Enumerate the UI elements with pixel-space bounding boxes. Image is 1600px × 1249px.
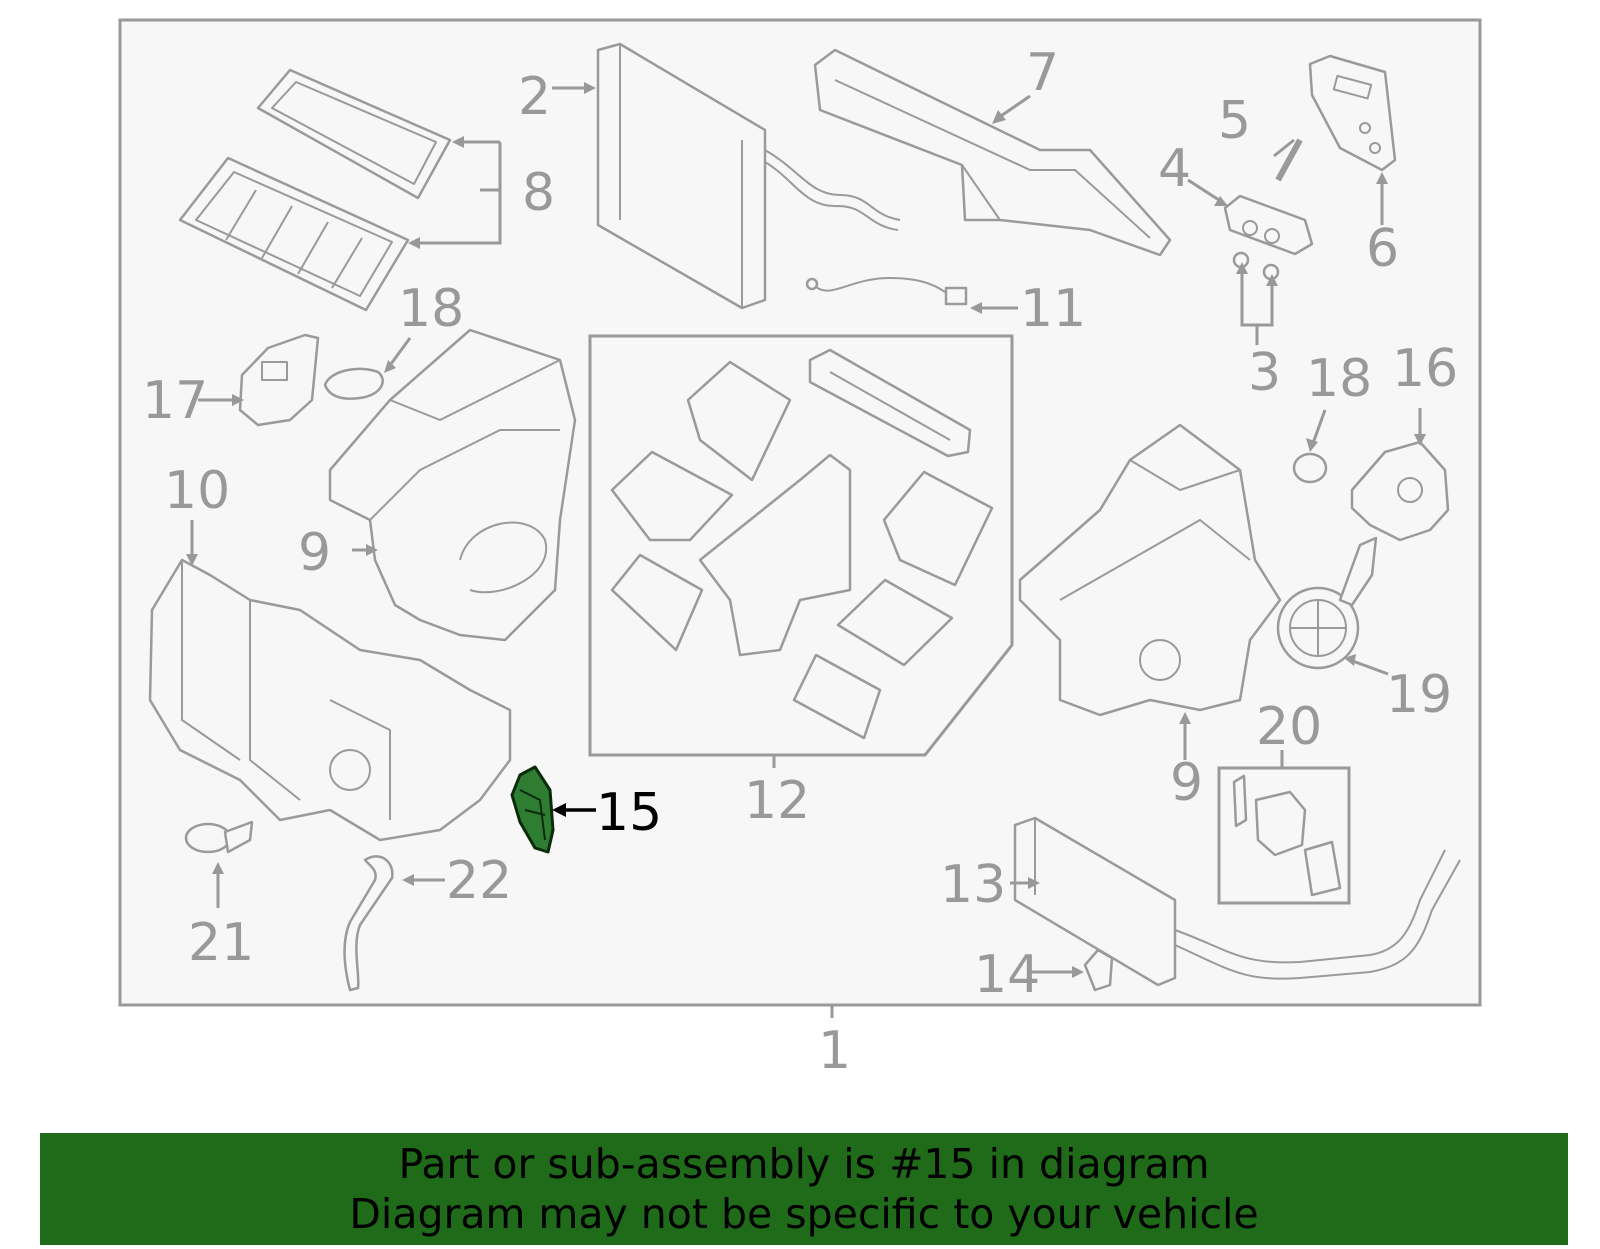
callout-13: 13: [940, 855, 1006, 915]
banner-line-1: Part or sub-assembly is #15 in diagram: [398, 1140, 1210, 1188]
part-8-cabin-filters: [178, 68, 452, 312]
callout-10: 10: [164, 461, 230, 521]
part-6-plate: [1308, 54, 1397, 172]
callout-17: 17: [142, 371, 208, 431]
part-18-left-link: [323, 367, 384, 400]
part-13-heater-core: [1013, 816, 1461, 987]
part-21-clip: [184, 820, 254, 854]
part-19-blower-motor: [1276, 536, 1378, 670]
part-7-duct: [813, 48, 1172, 257]
part-17-actuator: [238, 333, 320, 427]
part-22-drain-hose: [343, 855, 394, 992]
callout-1: 1: [818, 1021, 851, 1081]
callout-18-right: 18: [1306, 349, 1372, 409]
part-15-highlighted: [510, 765, 555, 854]
callout-21: 21: [188, 913, 254, 973]
callout-4: 4: [1158, 139, 1191, 199]
info-banner: Part or sub-assembly is #15 in diagram D…: [40, 1133, 1568, 1245]
part-4-bracket: [1223, 194, 1314, 256]
part-9-left-case: [328, 328, 577, 642]
leader-lines: [186, 82, 1426, 1018]
callout-6: 6: [1366, 219, 1399, 279]
callout-15: 15: [596, 783, 662, 843]
callout-3: 3: [1248, 343, 1281, 403]
callout-8: 8: [522, 163, 555, 223]
part-12-door-kit: [610, 348, 994, 740]
callout-7: 7: [1026, 43, 1059, 103]
part-10-lower-case: [148, 558, 512, 842]
callout-9-left: 9: [298, 523, 331, 583]
part-11-sensor: [805, 277, 968, 306]
part-9-right-case: [1018, 423, 1282, 717]
callout-16: 16: [1392, 339, 1458, 399]
callout-2: 2: [518, 67, 551, 127]
callout-14: 14: [974, 945, 1040, 1005]
callout-20: 20: [1256, 697, 1322, 757]
part-14-clip: [1083, 948, 1114, 992]
callout-12: 12: [744, 771, 810, 831]
subassembly-12-box: [588, 334, 1014, 757]
callout-18-left: 18: [398, 279, 464, 339]
callout-9-right: 9: [1170, 753, 1203, 813]
part-2-evaporator: [596, 42, 901, 310]
callout-22: 22: [446, 851, 512, 911]
callout-labels: 1 2 3 4 5 6 7 8 9 9 10 11 12 13 14 15 16…: [142, 43, 1458, 1081]
part-16-actuator: [1350, 440, 1450, 542]
part-18-right-link: [1292, 452, 1328, 484]
banner-line-2: Diagram may not be specific to your vehi…: [349, 1190, 1259, 1238]
part-20-resistor-kit: [1232, 774, 1342, 897]
callout-19: 19: [1386, 665, 1452, 725]
subassembly-20-box: [1217, 766, 1351, 905]
callout-5: 5: [1218, 91, 1251, 151]
part-5-bolt: [1275, 138, 1303, 182]
callout-11: 11: [1020, 279, 1086, 339]
